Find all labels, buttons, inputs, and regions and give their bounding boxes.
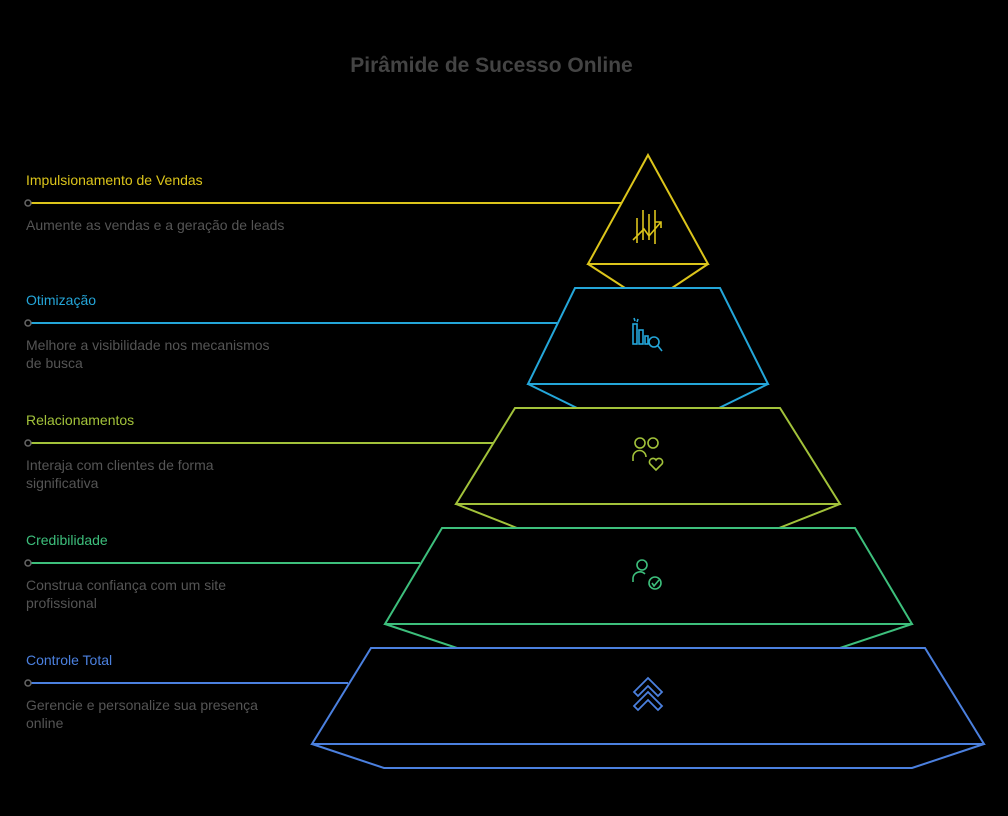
- level-2-label: Otimização: [26, 292, 97, 308]
- people-heart-icon: [632, 437, 664, 472]
- diagram-title: Pirâmide de Sucesso Online: [350, 54, 633, 77]
- level-5-description: Gerencie e personalize sua presença onli…: [26, 697, 258, 731]
- seo-ranking-icon: [632, 317, 663, 352]
- level-3-label: Relacionamentos: [26, 412, 135, 428]
- chart-growth-icon: [632, 210, 662, 244]
- level-4-label: Credibilidade: [26, 532, 108, 548]
- double-chevron-up-icon: [632, 676, 664, 712]
- level-4-description: Construa confiança com um site profissio…: [26, 577, 226, 611]
- level-5-label: Controle Total: [26, 652, 113, 668]
- level-1-label: Impulsionamento de Vendas: [26, 172, 203, 188]
- level-2-description: Melhore a visibilidade nos mecanismos de…: [26, 337, 270, 371]
- pyramid-level-5: [31, 647, 986, 769]
- connector-dots: [24, 199, 32, 687]
- level-3-description: Interaja com clientes de forma significa…: [26, 457, 214, 491]
- user-check-icon: [632, 559, 662, 590]
- level-1-description: Aumente as vendas e a geração de leads: [26, 217, 285, 233]
